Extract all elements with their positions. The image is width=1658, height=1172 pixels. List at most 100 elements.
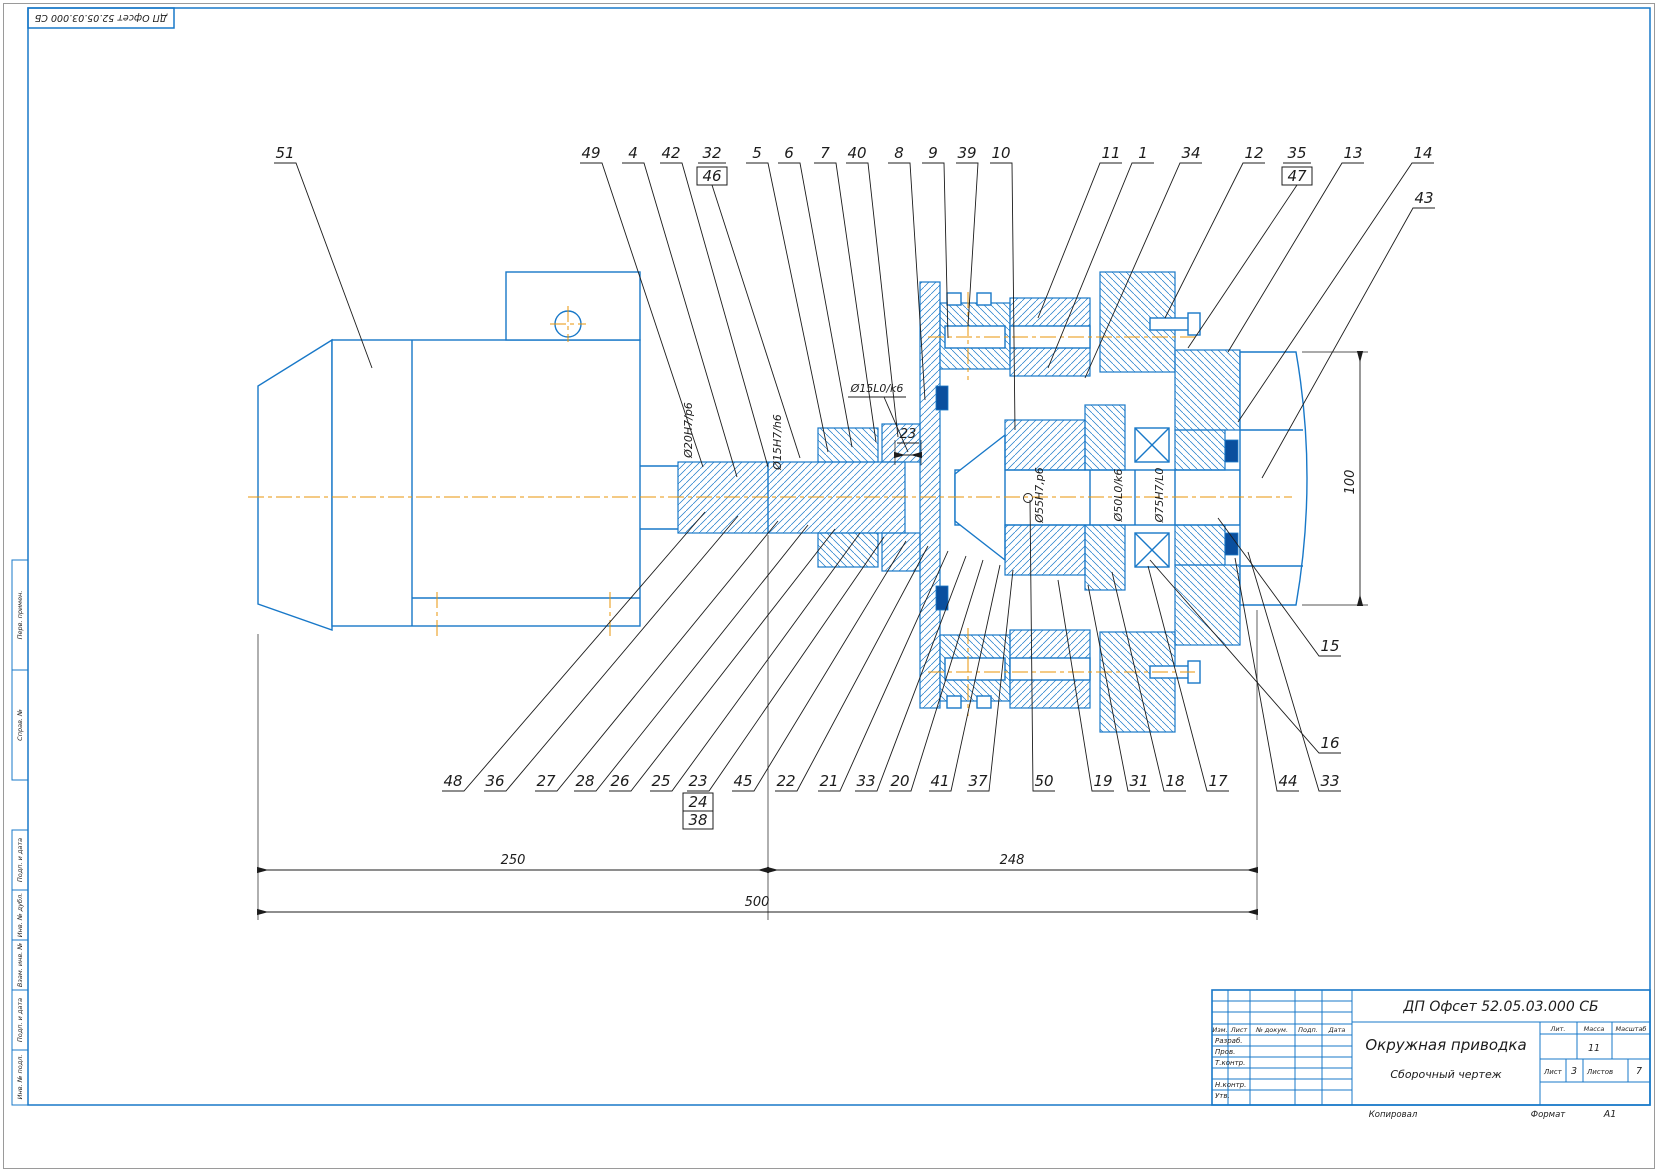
- callout-23-24-38: 23 24 38: [682, 536, 885, 830]
- title-block: Изм. Лист № докум. Подп. Дата Разраб. Пр…: [1211, 989, 1651, 1106]
- callout-number-boxed: 47: [1287, 167, 1307, 185]
- callout-15: 15: [1217, 517, 1341, 657]
- callout-number-boxed: 38: [688, 811, 707, 829]
- callout-33b: 33: [1247, 551, 1341, 792]
- callout-49: 49: [580, 144, 704, 468]
- callout-1: 1: [1047, 144, 1154, 369]
- callout-number: 14: [1413, 144, 1432, 162]
- callout-39: 39: [956, 144, 979, 327]
- fit-label: Ø15L0/k6: [850, 382, 904, 395]
- side-stamp-label: Справ. №: [16, 709, 24, 741]
- callout-48: 48: [442, 511, 706, 792]
- title-block-col-izm: Изм.: [1212, 1026, 1227, 1034]
- callout-number-boxed: 46: [702, 167, 721, 185]
- title-block-lit-label: Лит.: [1550, 1025, 1566, 1033]
- title-block-row-razrab: Разраб.: [1215, 1037, 1243, 1045]
- callout-26: 26: [609, 528, 836, 792]
- title-block-row-tkontr: Т.контр.: [1215, 1059, 1245, 1067]
- callout-6: 6: [778, 144, 853, 448]
- callout-number: 48: [443, 772, 462, 790]
- callout-number: 16: [1320, 734, 1339, 752]
- title-block-col-list: Лист: [1230, 1026, 1248, 1034]
- side-stamp-label: Инв. № подл.: [16, 1055, 24, 1100]
- title-block-mass-value: 11: [1588, 1043, 1600, 1054]
- callout-number: 49: [581, 144, 600, 162]
- title-block-doc-number: ДП Офсет 52.05.03.000 СБ: [1402, 999, 1598, 1015]
- callout-44: 44: [1234, 557, 1299, 792]
- callout-41: 41: [929, 564, 1001, 792]
- title-block-sheets-label: Листов: [1586, 1068, 1613, 1076]
- callout-27: 27: [535, 520, 779, 792]
- title-block-sheet-value: 3: [1571, 1066, 1577, 1077]
- callout-number: 51: [275, 144, 294, 162]
- title-block-scale-label: Масштаб: [1616, 1025, 1647, 1033]
- callout-number: 19: [1093, 772, 1112, 790]
- corner-stamp: ДП Офсет 52.05.03.000 СБ: [27, 7, 175, 29]
- drawing-title: Окружная приводка: [1365, 1036, 1526, 1054]
- side-stamp-label: Подп. и дата: [16, 998, 24, 1042]
- dimension-23: 23: [894, 427, 922, 465]
- side-stamp-label: Инв. № дубл.: [16, 893, 24, 937]
- callout-number: 37: [968, 772, 988, 790]
- callout-number: 35: [1287, 144, 1306, 162]
- callouts-right: 15 16: [1149, 517, 1341, 754]
- dimension-500: 500: [257, 895, 1258, 916]
- corner-stamp-text: ДП Офсет 52.05.03.000 СБ: [34, 12, 168, 23]
- callout-number: 6: [784, 144, 794, 162]
- callout-number: 39: [957, 144, 976, 162]
- callout-number: 31: [1129, 772, 1148, 790]
- callout-number: 8: [894, 144, 904, 162]
- title-block-col-podp: Подп.: [1298, 1026, 1318, 1034]
- callout-9: 9: [922, 144, 949, 339]
- callout-5: 5: [746, 144, 829, 453]
- callout-number: 43: [1414, 189, 1433, 207]
- centerlines: [248, 292, 1292, 716]
- callout-22: 22: [775, 545, 929, 792]
- callout-8: 8: [888, 144, 926, 401]
- title-block-sheet-label: Лист: [1543, 1068, 1563, 1076]
- callout-31: 31: [1087, 584, 1150, 792]
- kopiroval-label: Копировал: [1369, 1110, 1418, 1120]
- callout-number: 25: [651, 772, 670, 790]
- fit-labels: Ø20Н7/р6 Ø15Н7/h6 Ø15L0/k6 Ø55Н7,р6 Ø50L…: [682, 382, 1166, 524]
- callout-number: 4: [628, 144, 638, 162]
- callout-20: 20: [889, 559, 984, 792]
- callout-number: 44: [1278, 772, 1297, 790]
- title-block-row-utv: Утв.: [1215, 1092, 1230, 1100]
- callout-50: 50: [1029, 499, 1055, 792]
- fit-label: Ø75Н7/L0: [1153, 468, 1166, 524]
- fit-label: Ø55Н7,р6: [1033, 467, 1046, 523]
- callout-10: 10: [990, 144, 1016, 431]
- dimension-value: 100: [1343, 470, 1358, 495]
- callout-number: 32: [702, 144, 721, 162]
- shaft-seal: [935, 585, 949, 611]
- dimension-250: 250: [257, 535, 769, 920]
- drawing-subtitle: Сборочный чертеж: [1390, 1068, 1501, 1081]
- callout-number: 9: [928, 144, 938, 162]
- callout-number: 1: [1138, 144, 1148, 162]
- dimension-100: 100: [1302, 351, 1368, 606]
- callout-40: 40: [846, 144, 899, 438]
- page-frame: [3, 3, 1655, 1169]
- title-block-row-nkontr: Н.контр.: [1215, 1081, 1246, 1089]
- callout-13: 13: [1227, 144, 1364, 353]
- callout-7: 7: [814, 144, 877, 443]
- callout-number: 13: [1343, 144, 1362, 162]
- callout-number: 18: [1165, 772, 1184, 790]
- side-stamp-label: Подп. и дата: [16, 838, 24, 882]
- callout-number: 10: [991, 144, 1010, 162]
- below-frame-labels: Копировал Формат А1: [1369, 1109, 1617, 1120]
- callout-number: 34: [1181, 144, 1200, 162]
- title-block-row-prov: Пров.: [1215, 1048, 1235, 1056]
- callout-number: 36: [485, 772, 504, 790]
- callout-number: 33: [1320, 772, 1339, 790]
- callout-number: 15: [1320, 637, 1339, 655]
- dimension-248: 248: [767, 610, 1258, 920]
- callout-number-boxed: 24: [688, 793, 707, 811]
- callout-number: 41: [930, 772, 949, 790]
- callout-51: 51: [274, 144, 373, 369]
- callout-number: 20: [890, 772, 909, 790]
- format-value: А1: [1603, 1109, 1617, 1120]
- side-stamps: Перв. примен. Справ. № Подп. и дата Инв.…: [11, 559, 29, 1106]
